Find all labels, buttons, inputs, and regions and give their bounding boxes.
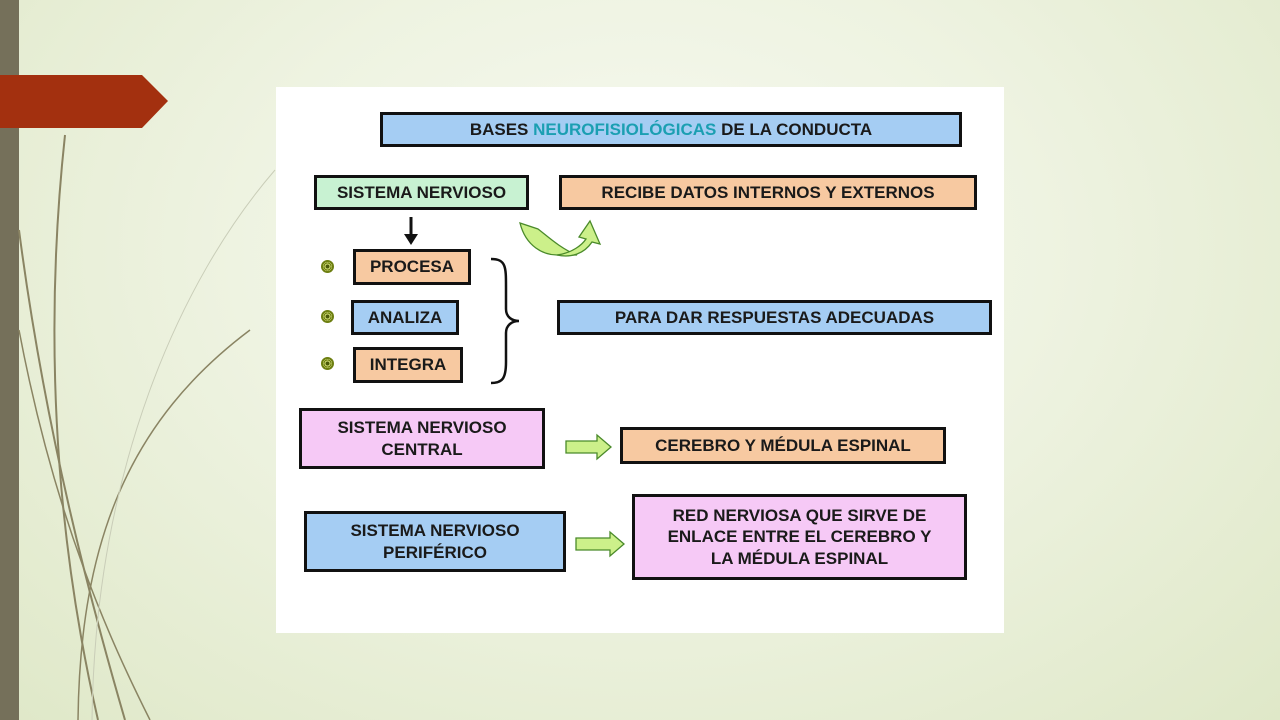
recibe-datos-box: RECIBE DATOS INTERNOS Y EXTERNOS (559, 175, 977, 210)
cerebro-medula-box: CEREBRO Y MÉDULA ESPINAL (620, 427, 946, 464)
down-arrow-icon (404, 217, 418, 245)
title-highlight: NEUROFISIOLÓGICAS (533, 119, 717, 139)
decorative-curves (18, 134, 276, 720)
procesa-box: PROCESA (353, 249, 471, 285)
diagram-image: BASES NEUROFISIOLÓGICAS DE LA CONDUCTA S… (276, 87, 1004, 633)
analiza-box: ANALIZA (351, 300, 459, 335)
right-arrow-icon (565, 433, 612, 461)
title-part2: DE LA CONDUCTA (716, 119, 873, 139)
red-line1: RED NERVIOSA QUE SIRVE DE (672, 506, 927, 526)
brace-icon (490, 257, 520, 385)
snc-line1: SISTEMA NERVIOSO (337, 418, 507, 438)
respuestas-box: PARA DAR RESPUESTAS ADECUADAS (557, 300, 992, 335)
snp-line1: SISTEMA NERVIOSO (350, 521, 520, 541)
bullet-icon (321, 260, 334, 273)
red-nerviosa-box: RED NERVIOSA QUE SIRVE DE ENLACE ENTRE E… (632, 494, 967, 580)
curved-arrow-icon (519, 219, 602, 257)
red-line2: ENLACE ENTRE EL CEREBRO Y (667, 527, 932, 547)
snp-line2: PERIFÉRICO (383, 542, 487, 562)
sistema-nervioso-box: SISTEMA NERVIOSO (314, 175, 529, 210)
bullet-icon (321, 357, 334, 370)
left-decorative-bar (0, 0, 19, 720)
accent-tab (0, 75, 168, 128)
snc-line2: CENTRAL (381, 439, 463, 459)
title-box: BASES NEUROFISIOLÓGICAS DE LA CONDUCTA (380, 112, 962, 147)
bullet-icon (321, 310, 334, 323)
integra-box: INTEGRA (353, 347, 463, 383)
snc-box: SISTEMA NERVIOSO CENTRAL (299, 408, 545, 469)
snp-box: SISTEMA NERVIOSO PERIFÉRICO (304, 511, 566, 572)
connectors (404, 217, 625, 558)
right-arrow-icon (575, 530, 625, 558)
red-line3: LA MÉDULA ESPINAL (710, 548, 889, 568)
title-part1: BASES (469, 119, 534, 139)
